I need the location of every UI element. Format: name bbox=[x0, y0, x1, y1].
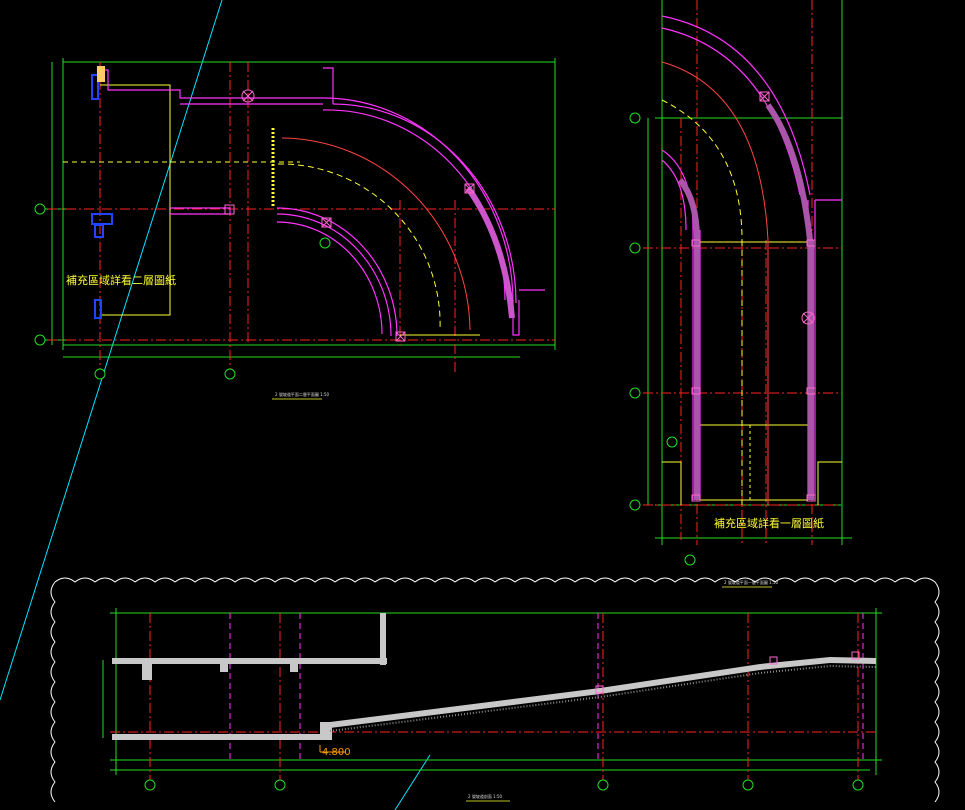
plan2-markers bbox=[224, 89, 475, 342]
plan1-yellow-lines bbox=[661, 99, 842, 505]
plan2-walls bbox=[100, 67, 545, 337]
section-grid-bubbles bbox=[144, 779, 864, 791]
plan-level1: 補充區域詳看一層圖紙 2 號坡道平面一層平面圖 1:50 bbox=[629, 0, 852, 588]
plan2-grid-bubbles bbox=[34, 203, 236, 380]
plan1-wall-bands bbox=[677, 103, 814, 500]
plan1-caption: 2 號坡道平面一層平面圖 1:50 bbox=[724, 579, 779, 585]
plan2-caption: 2 號坡道平面二層平面圖 1:50 bbox=[275, 391, 330, 397]
section-elevation-label: 4.800 bbox=[322, 747, 351, 758]
plan1-markers bbox=[691, 91, 816, 502]
plan2-outer-wall-band bbox=[465, 186, 515, 319]
section-grid-axes bbox=[110, 613, 876, 785]
revision-cloud bbox=[50, 577, 940, 803]
section-ramp-hatch bbox=[329, 664, 877, 732]
plan1-red-curve bbox=[661, 61, 769, 241]
section-caption: 2 號坡道剖面 1:50 bbox=[468, 793, 503, 799]
plan2-grid-axes bbox=[48, 62, 555, 372]
plan2-annotation: 補充區域詳看二層圖紙 bbox=[66, 273, 176, 287]
plan1-annotation: 補充區域詳看一層圖紙 bbox=[714, 516, 824, 530]
section-markers bbox=[595, 651, 860, 694]
plan2-section-marker bbox=[319, 237, 331, 249]
section-view: 4.800 2 號坡道剖面 1:50 bbox=[50, 577, 940, 803]
plan2-yellow-lines bbox=[63, 84, 480, 336]
plan2-dimension-frame bbox=[42, 58, 556, 358]
plan2-red-curve bbox=[281, 137, 471, 331]
plan1-grid-bubbles bbox=[629, 112, 696, 566]
plan-level2: 補充區域詳看二層圖紙 2 號坡道平面二層平面圖 1:50 bbox=[34, 58, 556, 400]
plan2-column-fill bbox=[97, 66, 105, 82]
section-dimension-frame bbox=[102, 608, 882, 775]
section-elevation bbox=[319, 745, 345, 753]
plan2-blue-columns bbox=[91, 74, 113, 319]
guide-lines bbox=[0, 0, 431, 810]
